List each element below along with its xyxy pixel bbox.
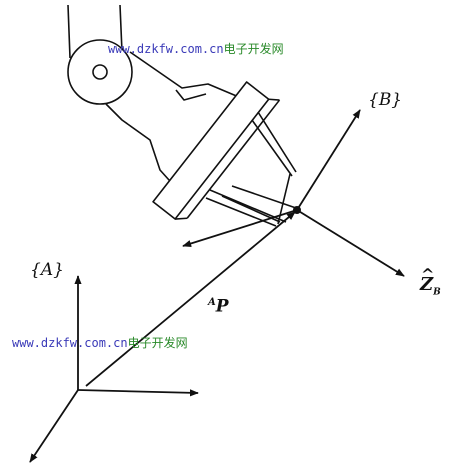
frame-b-axis-zb: [296, 209, 405, 277]
zb-axis-label: ^ZB: [420, 267, 441, 298]
frame-a-axis-x: [29, 389, 79, 463]
frame-b-axis-left: [182, 209, 298, 247]
frame-b-axes: [182, 109, 405, 277]
zb-subscript: B: [433, 287, 441, 298]
tool-rays: [221, 185, 297, 223]
gripper-cone: [205, 111, 297, 227]
robot-manipulator: [67, 4, 297, 227]
vector-ap-main: P: [215, 296, 229, 317]
frame-a-axes: [29, 275, 199, 463]
watermark-top-cn: 电子开发网: [223, 42, 284, 56]
link-bend: [175, 89, 207, 101]
frame-a-axis-y: [77, 389, 199, 397]
watermark-top-url: www.dzkfw.com.cn: [108, 42, 224, 56]
vector-ap: [85, 211, 296, 387]
frame-b-axis-up: [296, 109, 361, 211]
frame-b-origin: [293, 206, 301, 214]
vector-ap-label: AP: [208, 298, 229, 316]
watermark-bottom-url: www.dzkfw.com.cn: [12, 336, 128, 350]
watermark-bottom-cn: 电子开发网: [127, 336, 188, 350]
frame-a-label: {A}: [30, 260, 64, 280]
watermark-bottom: www.dzkfw.com.cn电子开发网: [12, 334, 188, 351]
upper-link: [67, 4, 123, 59]
zb-main: Z: [420, 274, 434, 295]
joint-pin: [92, 64, 108, 80]
vector-ap-superscript: A: [208, 297, 216, 308]
wrist-flange: [152, 81, 281, 220]
lower-link: [105, 51, 247, 191]
joint-disc: [67, 39, 133, 105]
watermark-top: www.dzkfw.com.cn电子开发网: [108, 40, 284, 57]
zb-hat: ^: [421, 265, 435, 284]
frame-b-label: {B}: [368, 90, 403, 110]
